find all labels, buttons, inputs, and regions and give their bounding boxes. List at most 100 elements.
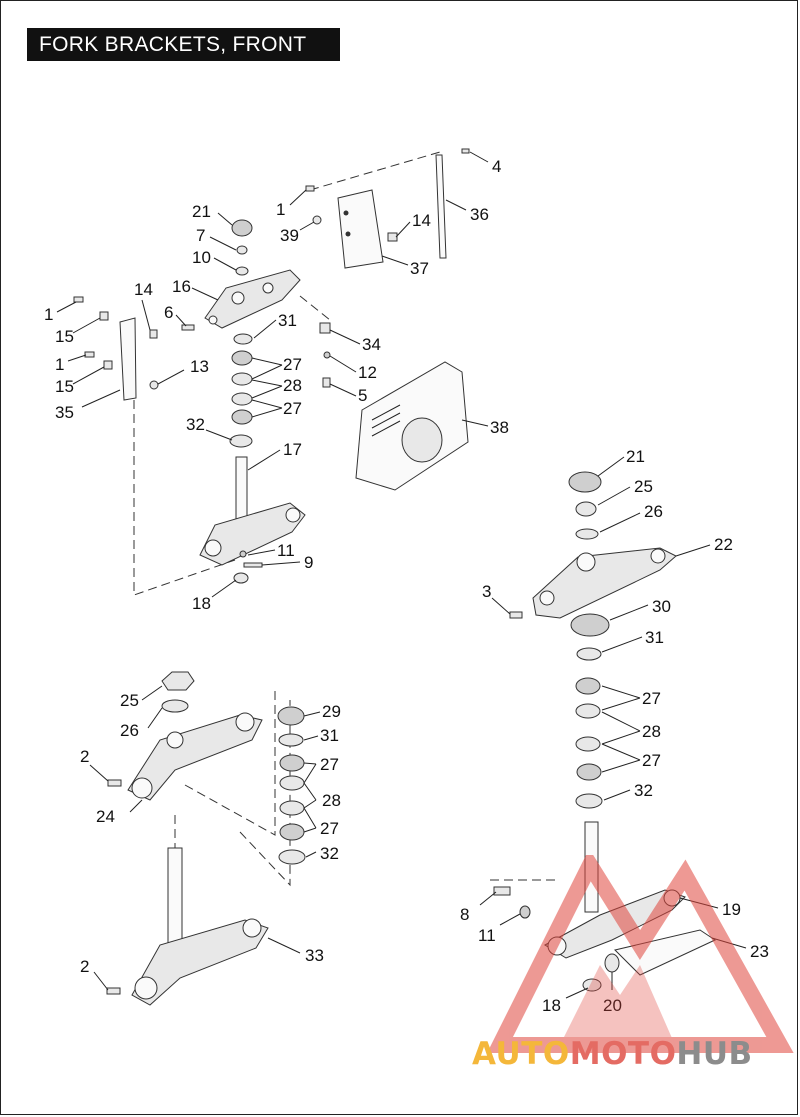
bracket-bore	[166, 731, 184, 749]
callout-31: 31	[320, 726, 339, 745]
callout-31: 31	[278, 311, 297, 330]
screw-3	[509, 611, 523, 619]
leader-lines	[56, 151, 747, 999]
callout-33: 33	[305, 946, 324, 965]
callout-37: 37	[410, 259, 429, 278]
callout-30: 30	[652, 597, 671, 616]
callout-16: 16	[172, 277, 191, 296]
callout-4: 4	[492, 157, 501, 176]
callout-15: 15	[55, 377, 74, 396]
lower-left-fork-bracket-group	[106, 671, 306, 1006]
callout-14: 14	[134, 280, 153, 299]
screw-8	[493, 886, 511, 896]
callout-36: 36	[470, 205, 489, 224]
callout-3: 3	[482, 582, 491, 601]
callout-26: 26	[644, 502, 663, 521]
callout-21: 21	[192, 202, 211, 221]
callout-28: 28	[283, 376, 302, 395]
race-28-left	[279, 775, 305, 791]
washer-13	[149, 380, 159, 390]
callout-27: 27	[642, 689, 661, 708]
mounting-plate-37	[337, 189, 384, 269]
callout-32: 32	[634, 781, 653, 800]
nut-25-right	[575, 501, 597, 517]
strap-36	[435, 154, 447, 259]
seal-31-right	[576, 647, 602, 661]
callout-25: 25	[120, 691, 139, 710]
nut-21-upper	[231, 219, 253, 237]
bracket-bore	[262, 282, 274, 294]
callout-labels: 4 1 36 14 39 37 21 7 10 16 6 31 34 1 14 …	[44, 157, 769, 1015]
callout-38: 38	[490, 418, 509, 437]
callout-27: 27	[320, 819, 339, 838]
cover-ribs	[371, 404, 401, 437]
callout-27: 27	[283, 399, 302, 418]
lower-bracket-17	[199, 502, 306, 566]
callout-18: 18	[542, 996, 561, 1015]
bracket-bore	[285, 507, 301, 523]
bearing-27	[231, 350, 253, 366]
race-28-left-b	[279, 800, 305, 816]
bearing-27-left-b	[279, 823, 305, 841]
seal-32-left	[278, 849, 306, 865]
callout-27: 27	[283, 355, 302, 374]
bracket-bore	[235, 712, 255, 732]
callout-2: 2	[80, 747, 89, 766]
callout-27: 27	[642, 751, 661, 770]
callout-17: 17	[283, 440, 302, 459]
seal-31	[233, 333, 253, 345]
nut-30	[570, 613, 610, 637]
callout-14: 14	[412, 211, 431, 230]
screw-5	[322, 377, 331, 388]
bearing-27-left	[279, 754, 305, 772]
callout-7: 7	[196, 226, 205, 245]
nut-11-right	[519, 905, 531, 919]
callout-21: 21	[626, 447, 645, 466]
washer-10	[235, 266, 249, 276]
screw-2-lower	[106, 987, 121, 995]
bracket-bore	[242, 918, 262, 938]
upper-bracket-16	[204, 269, 301, 329]
stop-18	[233, 572, 249, 584]
callout-34: 34	[362, 335, 381, 354]
nut-11	[239, 550, 247, 558]
screw-1-side2	[84, 351, 95, 358]
upper-fork-bracket-group	[73, 219, 331, 584]
watermark-text: AUTOMOTOHUB	[472, 1036, 753, 1072]
callout-6: 6	[164, 303, 173, 322]
nut-14	[387, 232, 398, 242]
callout-8: 8	[460, 905, 469, 924]
bearing-27-right	[575, 677, 601, 695]
screw-6	[181, 324, 195, 331]
callout-32: 32	[186, 415, 205, 434]
cover-opening	[401, 417, 443, 463]
side-bracket-35	[119, 317, 137, 401]
callout-19: 19	[722, 900, 741, 919]
bearing-27-right-b	[576, 763, 602, 781]
callout-32: 32	[320, 844, 339, 863]
callout-11: 11	[478, 926, 496, 945]
callout-2: 2	[80, 957, 89, 976]
callout-22: 22	[714, 535, 733, 554]
watermark-part1: AUTO	[472, 1036, 570, 1072]
callout-26: 26	[120, 721, 139, 740]
plate-hole	[345, 231, 351, 237]
bracket-bore	[208, 315, 218, 325]
callout-39: 39	[280, 226, 299, 245]
stem-33	[167, 847, 183, 949]
plate-hole	[343, 210, 349, 216]
callout-1: 1	[44, 305, 53, 324]
callout-25: 25	[634, 477, 653, 496]
bracket-bore	[231, 291, 245, 305]
washer-26-left	[161, 699, 189, 713]
windshield-bracket-group	[305, 148, 470, 269]
nut-15	[99, 311, 109, 321]
headlamp-cover-group	[355, 361, 469, 491]
callout-13: 13	[190, 357, 209, 376]
seal-32	[229, 434, 253, 448]
bracket-bore	[134, 976, 158, 1000]
callout-28: 28	[642, 722, 661, 741]
callout-15: 15	[55, 327, 74, 346]
callout-11: 11	[277, 541, 295, 560]
